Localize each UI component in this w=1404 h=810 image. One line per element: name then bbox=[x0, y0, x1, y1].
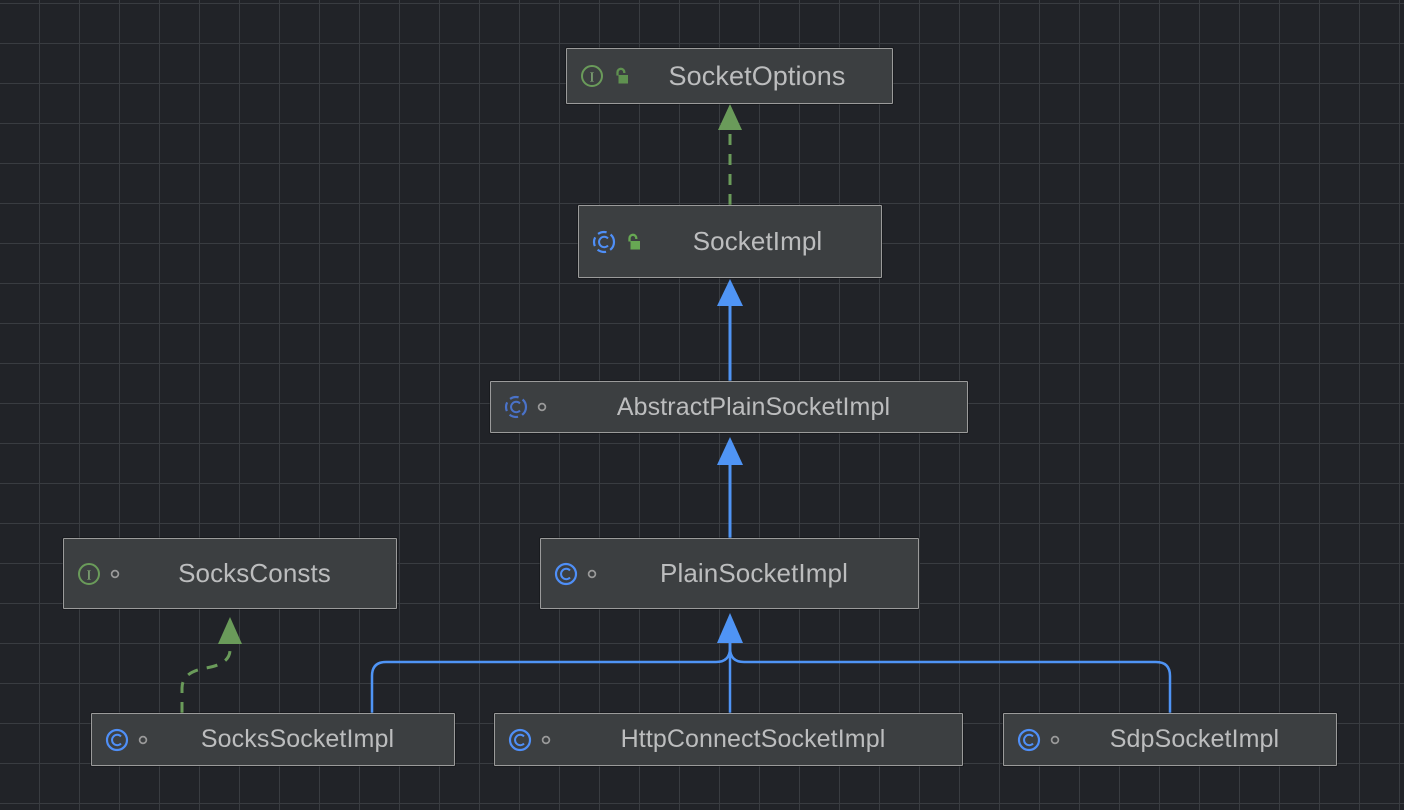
edge-socket-impl-to-socket-options bbox=[718, 104, 742, 205]
node-label: SdpSocketImpl bbox=[1109, 725, 1280, 753]
node-label: HttpConnectSocketImpl bbox=[620, 725, 886, 753]
edge-bus-to-plain-socket-impl bbox=[370, 613, 1172, 713]
node-icon-group bbox=[491, 394, 548, 420]
node-icon-group bbox=[495, 727, 552, 753]
node-icon-group bbox=[541, 561, 598, 587]
inheritance-arrowhead bbox=[717, 279, 743, 306]
class-icon bbox=[508, 728, 532, 751]
node-label: SocksSocketImpl bbox=[200, 725, 395, 753]
realization-arrowhead bbox=[718, 104, 742, 130]
inheritance-line-sdp bbox=[728, 641, 1172, 713]
package-private-dot-icon bbox=[541, 735, 551, 744]
node-icon-group bbox=[1004, 727, 1061, 753]
edge-plain-to-abstract-plain bbox=[717, 437, 743, 538]
node-label: PlainSocketImpl bbox=[660, 558, 848, 588]
abstract-class-icon bbox=[592, 230, 616, 253]
unlocked-padlock-icon bbox=[616, 67, 628, 84]
node-label: SocketOptions bbox=[668, 60, 846, 91]
uml-node-plain-socket-impl[interactable]: PlainSocketImpl bbox=[540, 538, 919, 609]
node-label: SocketImpl bbox=[692, 226, 823, 256]
svg-text:I: I bbox=[87, 568, 92, 583]
package-private-dot-icon bbox=[138, 735, 148, 744]
node-label: AbstractPlainSocketImpl bbox=[616, 392, 891, 421]
realization-line bbox=[180, 644, 232, 713]
uml-node-http-connect-socket-impl[interactable]: HttpConnectSocketImpl bbox=[494, 713, 963, 766]
inheritance-arrowhead bbox=[717, 437, 743, 465]
node-icon-group: I bbox=[64, 561, 121, 587]
abstract-class-icon bbox=[504, 395, 528, 419]
realization-arrowhead bbox=[218, 617, 242, 644]
edge-socks-socket-to-socks-consts bbox=[180, 617, 242, 713]
package-private-dot-icon bbox=[110, 569, 120, 578]
uml-node-socks-socket-impl[interactable]: SocksSocketImpl bbox=[91, 713, 455, 766]
uml-node-abstract-plain-socket-impl[interactable]: AbstractPlainSocketImpl bbox=[490, 381, 968, 433]
uml-node-socks-consts[interactable]: I SocksConsts bbox=[63, 538, 397, 609]
node-icon-group bbox=[92, 727, 149, 753]
svg-text:I: I bbox=[590, 71, 595, 86]
uml-node-socket-impl[interactable]: SocketImpl bbox=[578, 205, 882, 278]
interface-icon: I bbox=[581, 65, 603, 87]
package-private-dot-icon bbox=[587, 569, 597, 578]
inheritance-arrowhead bbox=[717, 613, 743, 643]
inheritance-line-socks bbox=[370, 641, 732, 713]
package-private-dot-icon bbox=[537, 402, 547, 412]
interface-icon: I bbox=[78, 562, 100, 585]
unlocked-padlock-icon bbox=[628, 233, 640, 249]
uml-node-sdp-socket-impl[interactable]: SdpSocketImpl bbox=[1003, 713, 1337, 766]
package-private-dot-icon bbox=[1050, 735, 1060, 744]
class-icon bbox=[1017, 728, 1041, 751]
node-icon-group bbox=[579, 229, 642, 255]
node-icon-group: I bbox=[567, 63, 630, 89]
node-label: SocksConsts bbox=[178, 558, 331, 588]
class-icon bbox=[105, 728, 129, 751]
class-icon bbox=[554, 562, 578, 585]
uml-node-socket-options[interactable]: I SocketOptions bbox=[566, 48, 893, 104]
edge-abstract-plain-to-socket-impl bbox=[717, 279, 743, 381]
